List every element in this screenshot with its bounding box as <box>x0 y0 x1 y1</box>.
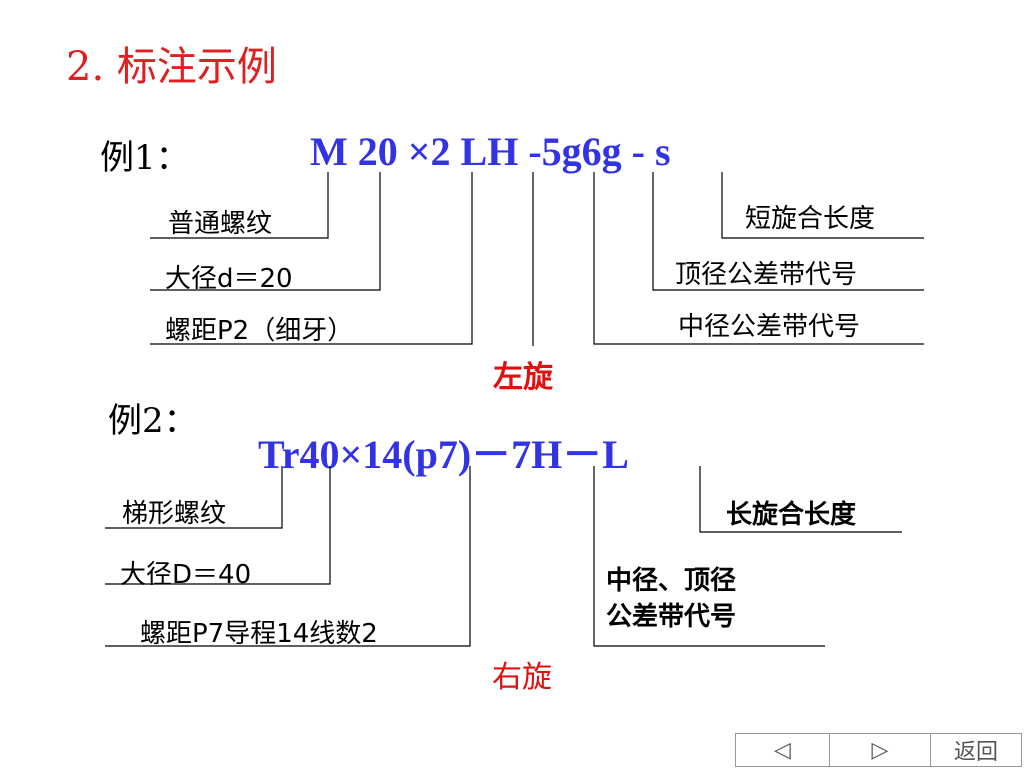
example1-code: M 20 ×2 LH -5g6g - s <box>310 129 671 174</box>
page-title: 2. 标注示例 <box>66 44 277 90</box>
back-label: 返回 <box>953 740 998 765</box>
ex1-leader-pitch-tolerance <box>593 172 924 345</box>
ex2-pitch-lead: 螺距P7导程14线数2 <box>140 619 378 649</box>
ex2-leader-major-diameter <box>105 466 331 585</box>
ex1-leader-thread-type <box>150 172 329 239</box>
ex1-thread-type: 普通螺纹 <box>168 209 273 239</box>
next-button[interactable]: ▷ <box>829 733 931 767</box>
ex1-pitch: 螺距P2（细牙） <box>165 316 354 346</box>
ex2-tolerance-line2: 公差带代号 <box>606 602 737 632</box>
prev-icon: ◁ <box>774 737 791 763</box>
example2-code: Tr40×14(p7)－7H－L <box>258 432 629 477</box>
ex2-tolerance-line1: 中径、顶径 <box>606 566 737 596</box>
ex1-leader-short-engagement <box>721 172 924 239</box>
ex2-long-engagement: 长旋合长度 <box>726 500 857 530</box>
next-icon: ▷ <box>871 737 889 763</box>
back-button[interactable]: 返回 <box>930 733 1022 767</box>
ex2-leader-tolerance <box>593 466 825 647</box>
prev-button[interactable]: ◁ <box>735 733 830 767</box>
ex1-left-hand: 左旋 <box>493 360 553 395</box>
ex2-major-diameter: 大径D＝40 <box>120 560 252 590</box>
example2-label: 例2： <box>108 401 198 441</box>
ex2-leader-pitch-lead <box>105 466 471 647</box>
ex1-crest-tolerance: 顶径公差带代号 <box>675 260 858 290</box>
ex1-major-diameter: 大径d＝20 <box>165 264 293 294</box>
ex1-leader-crest-tolerance <box>652 172 924 291</box>
ex1-leader-major-diameter <box>150 172 381 291</box>
ex2-leader-thread-type <box>105 466 283 529</box>
ex2-right-hand: 右旋 <box>492 660 552 695</box>
example1-label: 例1： <box>100 138 190 178</box>
ex1-pitch-tolerance: 中径公差带代号 <box>678 312 861 342</box>
ex2-leader-long-engagement <box>699 466 902 533</box>
ex2-thread-type: 梯形螺纹 <box>122 499 227 529</box>
ex1-leader-pitch <box>150 172 473 345</box>
ex1-short-engagement: 短旋合长度 <box>745 204 876 234</box>
